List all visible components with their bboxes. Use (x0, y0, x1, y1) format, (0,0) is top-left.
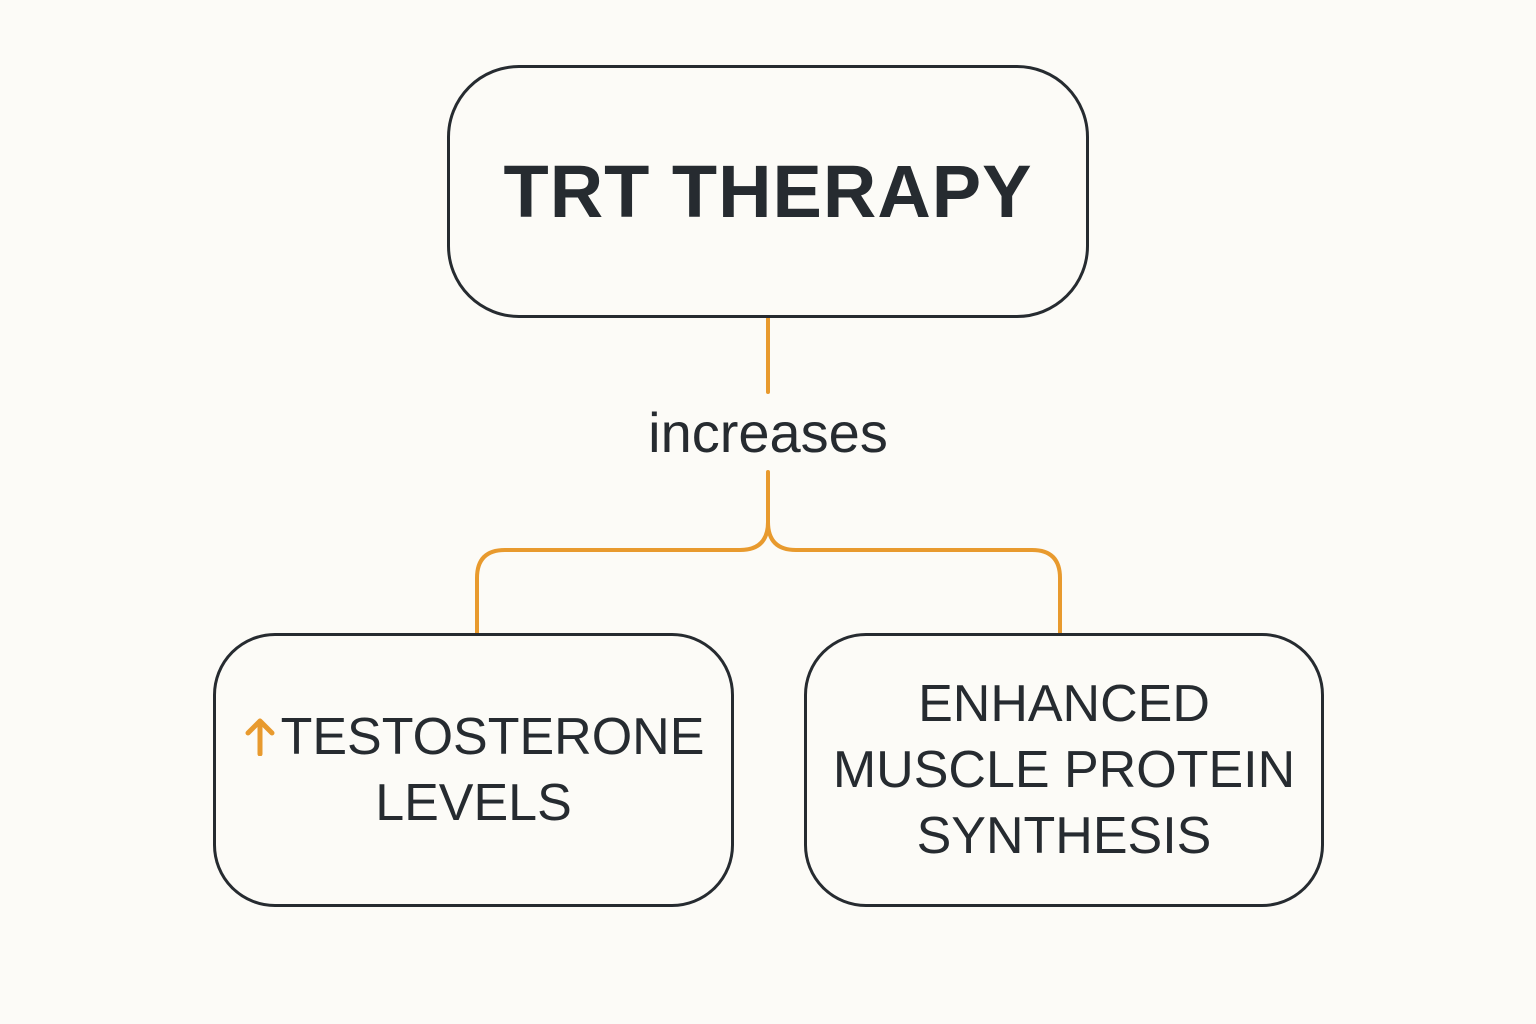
node-muscle-protein-synthesis-text: ENHANCED MUSCLE PROTEIN SYNTHESIS (833, 671, 1295, 869)
node-testosterone-levels: TESTOSTERONE LEVELS (213, 633, 734, 907)
node-muscle-line-1: ENHANCED (918, 675, 1210, 733)
up-arrow-icon (245, 718, 275, 756)
node-trt-therapy: TRT THERAPY (447, 65, 1089, 318)
edge-label-increases: increases (648, 401, 888, 464)
node-testosterone-levels-text: TESTOSTERONE LEVELS (243, 704, 705, 836)
node-muscle-line-2: MUSCLE PROTEIN (832, 741, 1296, 799)
node-muscle-line-3: SYNTHESIS (916, 807, 1212, 865)
node-testosterone-line-1-text: TESTOSTERONE (280, 708, 705, 766)
node-trt-therapy-label: TRT THERAPY (503, 150, 1033, 233)
node-testosterone-line-1: TESTOSTERONE (243, 704, 705, 770)
node-testosterone-line-2: LEVELS (375, 774, 572, 832)
connector-label-to-children (475, 470, 1062, 635)
node-muscle-protein-synthesis: ENHANCED MUSCLE PROTEIN SYNTHESIS (804, 633, 1324, 907)
